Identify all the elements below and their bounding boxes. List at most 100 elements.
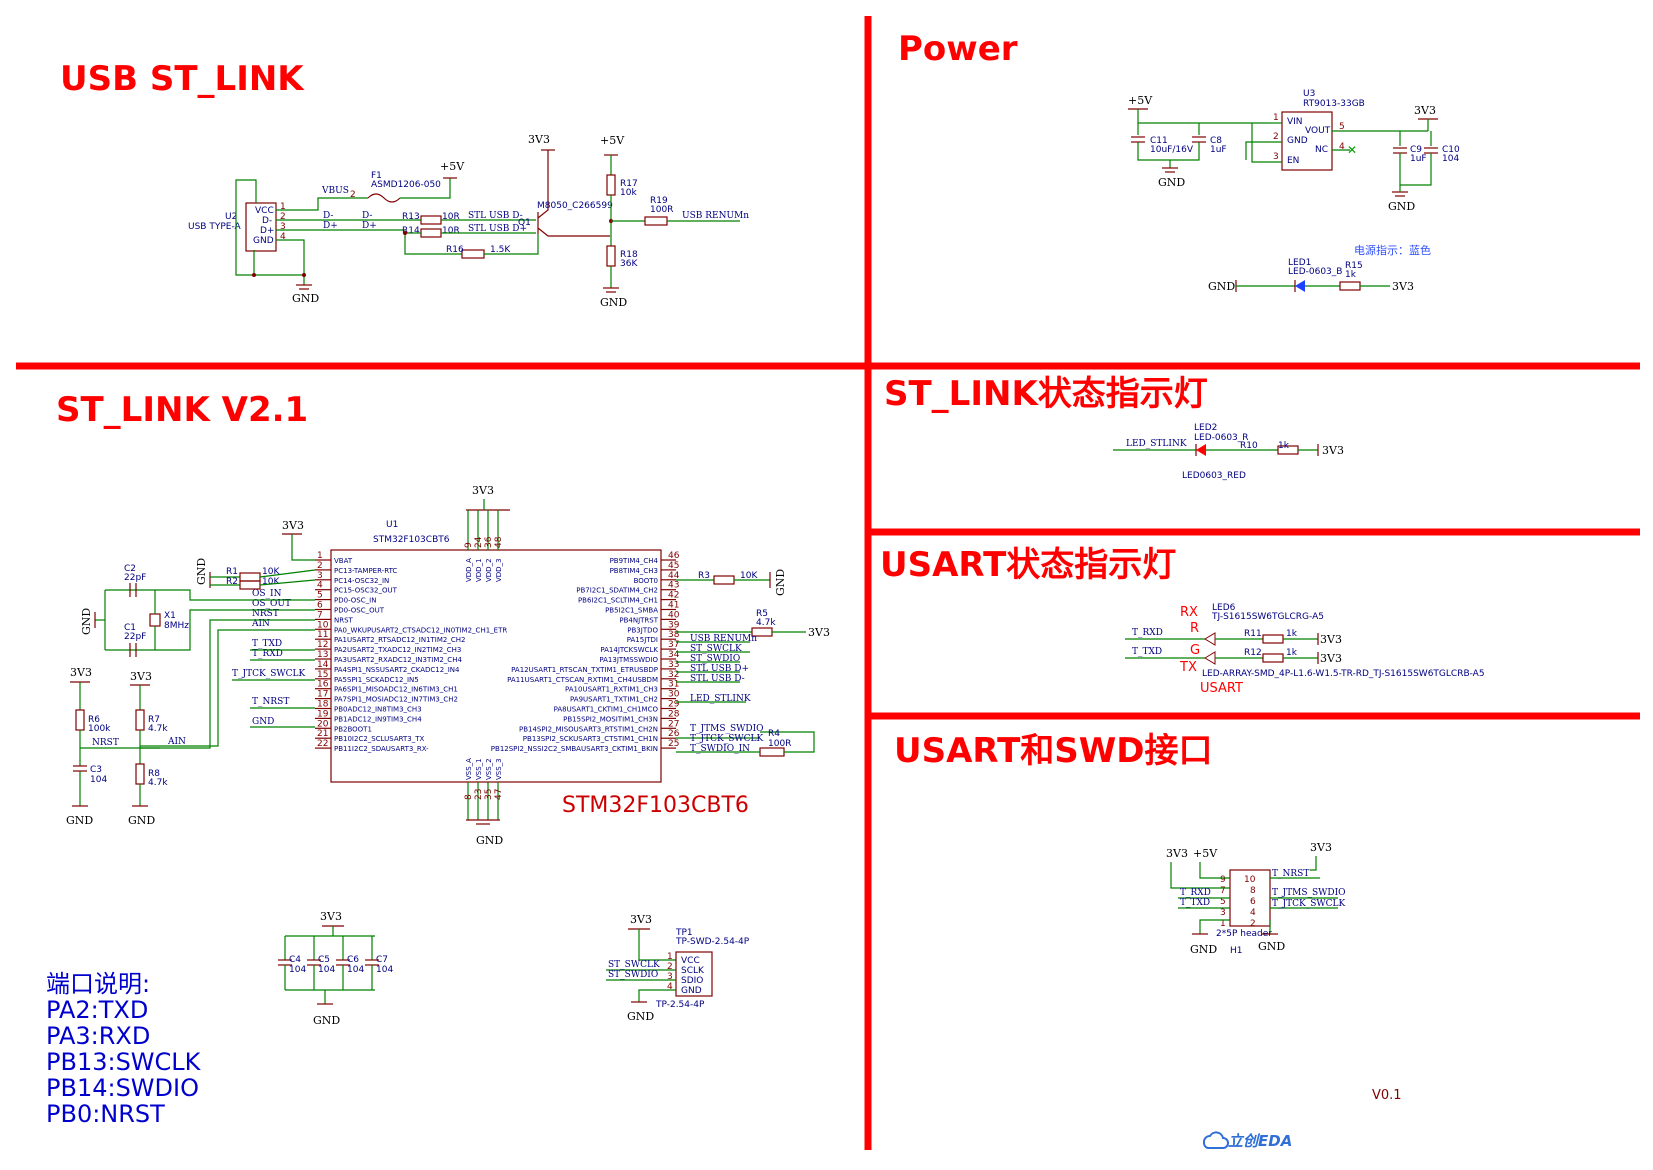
stl-dm-label: STL USB D-	[468, 211, 523, 221]
usb-pin-num: 2	[280, 212, 286, 222]
power-led-3v3: 3V3	[1392, 280, 1414, 293]
r4-ref: R4	[768, 729, 780, 739]
net-t-swdio-in: T_SWDIO_IN	[690, 744, 750, 754]
vbus-label: VBUS	[321, 186, 349, 196]
c10-ref: C10	[1442, 145, 1460, 155]
crystal-gnd: GND	[80, 608, 93, 635]
logo-text: 立创EDA	[1228, 1132, 1292, 1150]
vss-pin-num: 8	[464, 794, 474, 800]
mcu-right-pin-name: PB5I2C1_SMBA	[605, 607, 658, 615]
section-title-usart-swd: USART和SWD接口	[894, 731, 1212, 771]
resistor-r16	[461, 249, 485, 259]
port-note-line: PA2:TXD	[46, 996, 148, 1024]
header-t-rxd: T_RXD	[1180, 888, 1211, 898]
usb-connector-block: U2 USB TYPE-A VCC D- D+ GND 1 2 3 4 VBUS…	[188, 133, 749, 309]
c2-ref: C2	[124, 564, 136, 574]
section-title-st-link-v21: ST_LINK V2.1	[56, 390, 308, 430]
tp-pin-vcc: VCC	[681, 956, 700, 966]
mcu-left-pin-num: 12	[317, 640, 328, 650]
net-st-swclk: ST_SWCLK	[690, 644, 742, 654]
c1-ref: C1	[124, 623, 136, 633]
r1-value: 10K	[262, 567, 280, 577]
tp-3v3: 3V3	[630, 913, 652, 926]
r11-ref: R11	[1244, 629, 1262, 639]
c8-ref: C8	[1210, 136, 1222, 146]
u3-value: RT9013-33GB	[1303, 99, 1365, 109]
vss-pin-name: VSS_3	[495, 758, 503, 780]
section-title-st-link-led: ST_LINK状态指示灯	[884, 374, 1208, 414]
net-t-jtck: T_JTCK_SWCLK	[232, 669, 306, 679]
r7-value: 4.7k	[148, 724, 168, 734]
resistor-r14	[420, 228, 442, 238]
header-t-txd: T_TXD	[1180, 898, 1210, 908]
decap-value: 104	[318, 965, 335, 975]
section-title-usart-led: USART状态指示灯	[880, 545, 1176, 585]
r13-value: 10R	[442, 212, 460, 222]
r14-value: 10R	[442, 226, 460, 236]
r7-ref: R7	[148, 715, 160, 725]
c10-value: 104	[1442, 154, 1459, 164]
resistor-r8	[135, 763, 145, 785]
mcu-right-pin-name: BOOT0	[634, 577, 658, 585]
power-led-gnd: GND	[1208, 280, 1235, 293]
led2-package: LED0603_RED	[1182, 471, 1246, 481]
reset-nrst: NRST	[92, 738, 119, 748]
power-3v3: 3V3	[1414, 104, 1436, 117]
mcu-u1-symbol	[330, 549, 662, 783]
mcu-left-pin-name: PC15-OSC32_OUT	[334, 587, 398, 595]
c9-ref: C9	[1410, 145, 1422, 155]
renum-label: USB RENUMn	[682, 211, 749, 221]
usb-pin-num: 4	[280, 232, 286, 242]
nc-x-mark: ✕	[1347, 143, 1357, 157]
usb-pin-gnd: GND	[253, 236, 274, 246]
vdd-pin-name: VDD_3	[495, 558, 503, 582]
r19-value: 100R	[650, 205, 673, 215]
resistor-r7	[135, 709, 145, 731]
r2-ref: R2	[226, 577, 238, 587]
mcu-right-pin-name: PA8USART1_CKTIM1_CH1MCO	[554, 706, 659, 714]
tp-pin-sclk: SCLK	[681, 966, 705, 976]
r8-value: 4.7k	[148, 778, 168, 788]
net-os-in: OS_IN	[252, 589, 282, 599]
mcu-left-pin-num: 14	[317, 660, 329, 670]
mcu-left-pin-name: PC14-OSC32_IN	[334, 577, 389, 585]
header-pin-num: 7	[1220, 886, 1226, 896]
vss-pin-num: 35	[484, 789, 494, 800]
resistor-r18	[606, 245, 616, 267]
mcu-right-pin-name: PA10USART1_RXTIM1_CH3	[565, 686, 658, 694]
vdd-pin-name: VDD_A	[465, 558, 473, 582]
u2-name: USB TYPE-A	[188, 222, 241, 232]
f1-value: ASMD1206-050	[371, 180, 441, 190]
led6-value: TJ-S1615SW6TGLCRG-A5	[1211, 612, 1324, 622]
u3-pin-num: 1	[1273, 113, 1279, 123]
u3-pin-nc: NC	[1315, 145, 1328, 155]
mcu-gnd: GND	[476, 834, 503, 847]
u3-pin-num: 3	[1273, 152, 1279, 162]
header-3v3: 3V3	[1166, 847, 1188, 860]
r17-value: 10k	[620, 188, 637, 198]
mcu-left-pin-name: PA3USART2_RXADC12_IN3TIM2_CH4	[334, 656, 462, 664]
u3-pin-vin: VIN	[1287, 117, 1303, 127]
decap-value: 104	[289, 965, 306, 975]
r18-value: 36K	[620, 259, 638, 269]
stl-dp-label: STL USB D+	[468, 224, 527, 234]
resistor-r6	[75, 709, 85, 731]
mcu-left-pin-num: 17	[317, 690, 328, 700]
mcu-right-pin-name: PB15SPI2_MOSITIM1_CH3N	[563, 715, 658, 723]
vdd-pin-num: 48	[494, 536, 504, 548]
led-stlink-net: LED_STLINK	[1126, 439, 1187, 449]
header-pin-num: 8	[1250, 886, 1256, 896]
header-pin-num: 2	[1250, 919, 1256, 929]
header-5v: +5V	[1193, 847, 1218, 860]
r13-ref: R13	[402, 212, 420, 222]
port-notes-title: 端口说明:	[46, 970, 150, 998]
mcu-right-pin-num: 31	[668, 680, 679, 690]
mcu-right-pin-num: 29	[668, 700, 680, 710]
tp-pin-num: 1	[667, 952, 673, 962]
vdd-3v3: 3V3	[472, 484, 494, 497]
mcu-right-pin-num: 26	[668, 729, 680, 739]
r12-value: 1k	[1286, 648, 1298, 658]
tp-pin-num: 2	[667, 962, 673, 972]
